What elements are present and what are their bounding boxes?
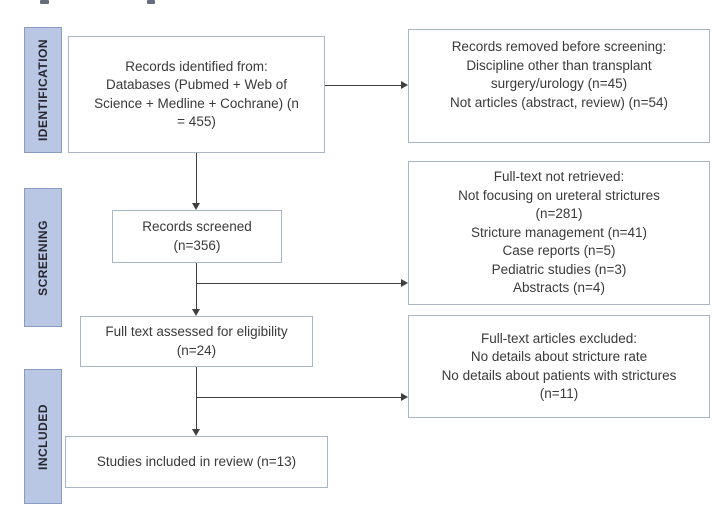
arrow-assessed-to-included-head — [192, 429, 200, 436]
arrow-assessed-to-excluded-head — [401, 393, 408, 401]
box-fulltext-excluded: Full-text articles excluded:No details a… — [408, 315, 710, 418]
stage-screening-label: SCREENING — [36, 219, 50, 296]
arrow-screened-to-not-retrieved-line — [196, 283, 401, 284]
arrow-identified-to-removed-line — [325, 85, 401, 86]
stage-included-label: INCLUDED — [36, 403, 50, 470]
arrow-assessed-to-included-line — [196, 367, 197, 429]
box-records-screened-text: Records screened(n=356) — [142, 219, 252, 253]
arrow-screened-to-not-retrieved-head — [401, 279, 408, 287]
box-records-identified: Records identified from:Databases (Pubme… — [68, 36, 325, 153]
cropped-caption-fragment — [147, 0, 155, 4]
arrow-screened-to-assessed-head — [192, 309, 200, 316]
box-records-identified-text: Records identified from:Databases (Pubme… — [94, 58, 299, 130]
arrow-screened-to-assessed-line — [196, 263, 197, 309]
box-fulltext-not-retrieved-text: Full-text not retrieved:Not focusing on … — [458, 169, 660, 296]
stage-identification-label: IDENTIFICATION — [36, 38, 51, 142]
arrow-identified-to-screened-line — [196, 153, 197, 203]
box-fulltext-assessed: Full text assessed for eligibility(n=24) — [80, 316, 313, 367]
box-records-removed-text: Records removed before screening:Discipl… — [450, 39, 668, 110]
arrow-identified-to-screened-head — [192, 203, 200, 210]
box-studies-included: Studies included in review (n=13) — [65, 436, 328, 488]
box-fulltext-excluded-text: Full-text articles excluded:No details a… — [441, 330, 677, 402]
stage-screening: SCREENING — [24, 188, 62, 327]
box-fulltext-not-retrieved: Full-text not retrieved:Not focusing on … — [408, 161, 710, 305]
stage-included: INCLUDED — [24, 369, 62, 504]
box-records-removed: Records removed before screening:Discipl… — [408, 29, 710, 143]
stage-identification: IDENTIFICATION — [24, 27, 62, 153]
box-studies-included-text: Studies included in review (n=13) — [96, 453, 297, 469]
arrow-assessed-to-excluded-line — [196, 397, 401, 398]
cropped-caption-fragment — [40, 0, 49, 4]
box-fulltext-assessed-text: Full text assessed for eligibility(n=24) — [105, 324, 288, 358]
arrow-identified-to-removed-head — [401, 81, 408, 89]
box-records-screened: Records screened(n=356) — [112, 210, 282, 263]
